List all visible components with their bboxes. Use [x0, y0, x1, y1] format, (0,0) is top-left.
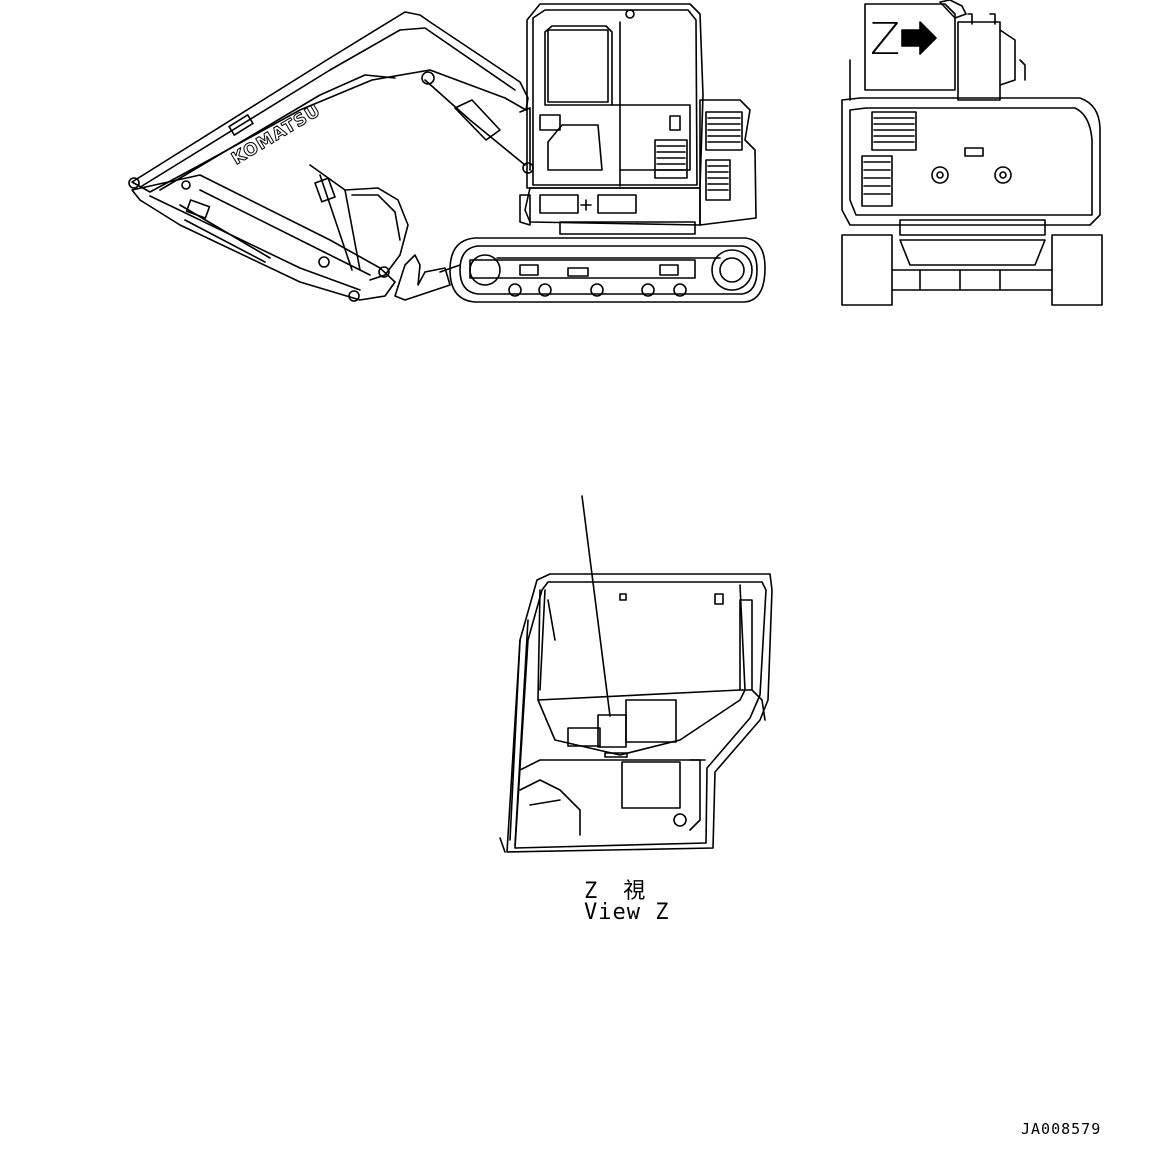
leader-line	[581, 495, 611, 717]
drawing-id: JA008579	[1021, 1120, 1102, 1138]
dozer-blade	[394, 254, 451, 301]
decal-1	[567, 727, 601, 747]
cab-window	[544, 25, 613, 106]
view-caption-en: View Z	[584, 900, 670, 925]
cab-side	[519, 3, 757, 235]
rear-grille	[871, 111, 917, 151]
decal-target	[597, 714, 627, 748]
excavator-side-view: KOMATSU	[128, 11, 534, 302]
arm	[131, 174, 396, 301]
view-caption-jp: Z 視	[584, 879, 648, 904]
view-direction-arrow	[901, 21, 937, 55]
crawler-track	[449, 237, 766, 303]
view-marker-label: Z	[870, 14, 901, 65]
excavator-rear-view	[841, 0, 1103, 306]
bucket	[344, 187, 409, 281]
decal-2	[625, 699, 677, 743]
view-z-cab-interior	[499, 495, 773, 853]
side-grille	[654, 139, 688, 179]
brand-label: KOMATSU	[228, 101, 324, 170]
